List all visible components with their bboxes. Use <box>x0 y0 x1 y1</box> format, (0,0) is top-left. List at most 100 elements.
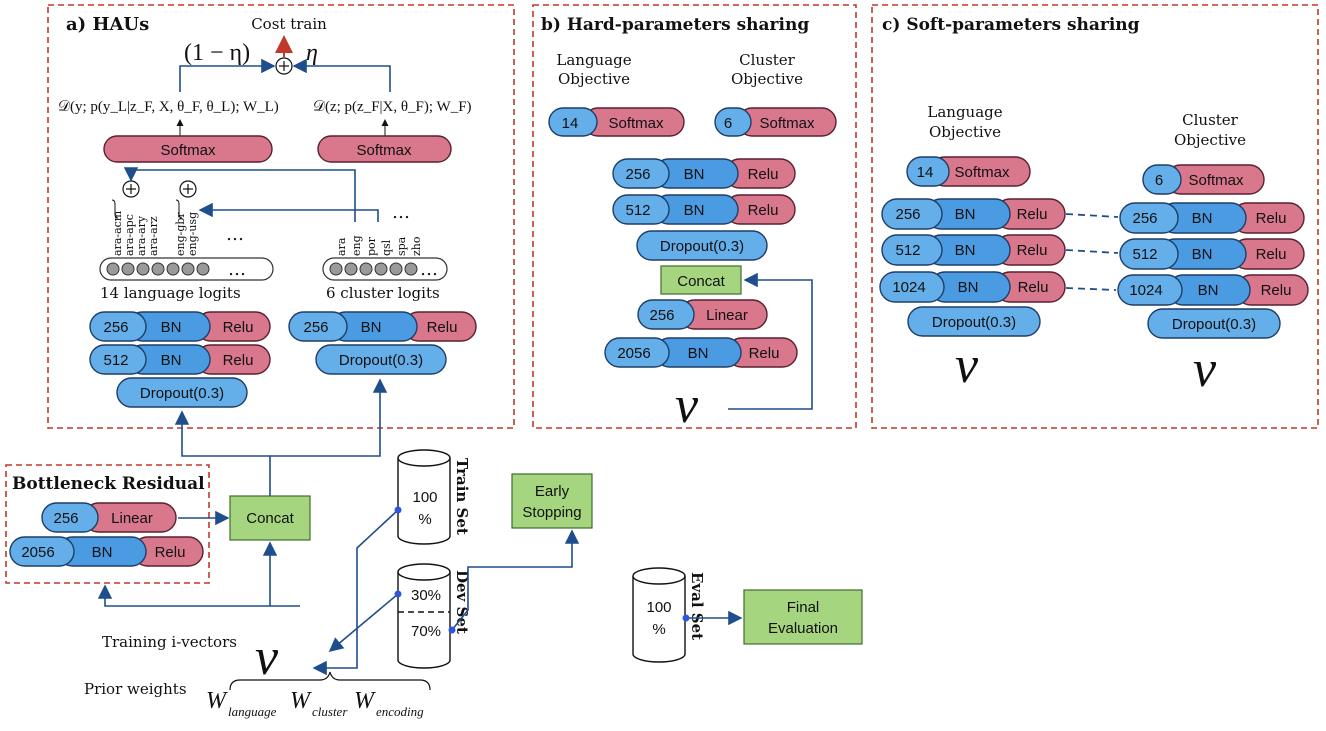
hard-lang-obj-1: Language <box>556 51 631 69</box>
hard-cluster-softmax-label: Softmax <box>759 115 815 132</box>
soft-cluster-512-act: Relu <box>1256 246 1287 263</box>
soft-cluster-256-num: 256 <box>1132 210 1157 227</box>
soft-cluster-obj-1: Cluster <box>1182 111 1239 129</box>
lang-label-2: ara-ary <box>135 215 148 256</box>
bottleneck-linear-label: Linear <box>111 510 153 527</box>
hard-512-num: 512 <box>625 202 650 219</box>
haus-right-dropout-label: Dropout(0.3) <box>339 352 423 369</box>
arrow-dev30-to-prior <box>328 593 399 653</box>
hard-256-num: 256 <box>625 166 650 183</box>
w-language-symbol: W <box>206 688 228 714</box>
hard-concat-box <box>660 265 742 295</box>
arrow-cluster-loss-to-sum <box>292 58 391 92</box>
soft-share-512 <box>1065 249 1119 254</box>
dev-set-label: Dev Set <box>453 570 471 634</box>
soft-lang-512-num: 512 <box>895 242 920 259</box>
soft-lang-dropout <box>907 306 1041 337</box>
hard-cluster-softmax: 6 Softmax <box>714 107 837 137</box>
language-labels: ara-acm ara-apc ara-ary ara-arz eng-gbr … <box>111 210 199 256</box>
bottleneck-linear-256: 256 Linear <box>41 502 177 533</box>
early-stopping-line2: Stopping <box>522 504 581 521</box>
hard-dropout <box>636 230 768 261</box>
train-set-label: Train Set <box>453 458 471 535</box>
training-ivectors-label: Training i-vectors <box>102 633 237 651</box>
eval-set-cylinder <box>632 567 686 663</box>
softmax-cluster-label: Softmax <box>356 142 412 159</box>
lang-label-4: eng-gbr <box>174 212 187 256</box>
soft-lang-softmax: 14 Softmax <box>906 156 1031 187</box>
soft-lang-layer-512: 512 BN Relu <box>881 234 1066 266</box>
loss-cluster: 𝒟(z; p(z_F|X, θ_F); W_F) <box>313 99 472 115</box>
cluster-label-4: spa <box>395 236 408 256</box>
soft-lang-layer-1024: 1024 BN Relu <box>879 271 1066 303</box>
cluster-logits-caption: 6 cluster logits <box>326 284 440 302</box>
arrow-concat-to-haus-right <box>270 378 388 457</box>
arrow-v-to-bottleneck <box>97 584 300 607</box>
w-cluster-symbol: W <box>290 688 312 714</box>
softmax-language <box>103 135 273 163</box>
panel-c-title: c) Soft-parameters sharing <box>882 15 1140 35</box>
arrow-cluster-to-sum1 <box>123 167 356 222</box>
language-logits-caption: 14 language logits <box>100 284 241 302</box>
soft-lang-256-bn: BN <box>955 206 976 223</box>
hard-layer-256: 256 BN Relu <box>612 158 796 189</box>
haus-left-512-bn: BN <box>161 352 182 369</box>
final-evaluation-line2: Evaluation <box>768 620 838 637</box>
panel-b-frame <box>532 4 857 429</box>
final-evaluation-box <box>743 589 863 645</box>
bottleneck-2056-num: 2056 <box>21 544 54 561</box>
hard-cluster-obj-1: Cluster <box>739 51 796 69</box>
soft-lang-512-bn: BN <box>955 242 976 259</box>
eta: η <box>306 40 318 66</box>
bottleneck-title: Bottleneck Residual <box>12 474 205 494</box>
soft-cluster-256-act: Relu <box>1256 210 1287 227</box>
haus-left-512-act: Relu <box>223 352 254 369</box>
haus-left-512-num: 512 <box>103 352 128 369</box>
cluster-logits-ellipsis: … <box>420 259 438 280</box>
soft-lang-softmax-label: Softmax <box>954 164 1010 181</box>
soft-cluster-softmax-num: 6 <box>1155 172 1163 189</box>
panel-a-title: a) HAUs <box>66 14 149 35</box>
hard-512-act: Relu <box>748 202 779 219</box>
hard-layer-512: 512 BN Relu <box>612 194 796 225</box>
hard-concat-label: Concat <box>677 273 725 290</box>
cluster-labels: ara eng por qsl spa zho <box>335 235 423 256</box>
early-stopping-box <box>511 473 593 529</box>
hard-256-bn: BN <box>684 166 705 183</box>
hard-256-act: Relu <box>748 166 779 183</box>
hard-lang-softmax-num: 14 <box>562 115 579 132</box>
haus-right-256-num: 256 <box>303 319 328 336</box>
early-stopping-line1: Early <box>535 483 570 500</box>
main-concat-label: Concat <box>246 510 294 527</box>
lang-label-3: ara-arz <box>147 216 160 256</box>
eval-pct-sign: % <box>652 621 665 638</box>
lang-label-5: eng-usg <box>186 212 199 256</box>
soft-lang-256-num: 256 <box>895 206 920 223</box>
soft-cluster-softmax-label: Softmax <box>1188 172 1244 189</box>
hard-cluster-softmax-num: 6 <box>724 115 732 132</box>
soft-cluster-512-bn: BN <box>1192 246 1213 263</box>
lang-label-0: ara-acm <box>111 210 124 256</box>
soft-lang-1024-num: 1024 <box>892 279 925 296</box>
train-pct-sign: % <box>418 511 431 528</box>
soft-lang-softmax-num: 14 <box>917 164 934 181</box>
hard-layer-2056: 2056 BN Relu <box>604 337 798 368</box>
arrow-dev70-to-early-stopping <box>451 529 580 631</box>
loss-language: 𝒟(y; p(y_L|z_F, X, θ_F, θ_L); W_L) <box>58 99 279 115</box>
haus-left-dropout-label: Dropout(0.3) <box>140 385 224 402</box>
prior-weights-label: Prior weights <box>84 680 187 698</box>
language-logits-ellipsis: … <box>228 259 246 280</box>
hard-linear-num: 256 <box>649 307 674 324</box>
soft-lang-v-symbol: v <box>955 337 979 394</box>
soft-lang-1024-act: Relu <box>1018 279 1049 296</box>
pipeline-v-symbol: v <box>255 629 279 686</box>
haus-right-layer-256: 256 BN Relu <box>288 311 477 342</box>
panel-b-title: b) Hard-parameters sharing <box>541 15 809 35</box>
hard-linear-label: Linear <box>706 307 748 324</box>
soft-cluster-obj-2: Objective <box>1174 131 1246 149</box>
w-language-subscript: language <box>228 704 277 719</box>
softmax-cluster <box>317 135 452 163</box>
hard-dropout-label: Dropout(0.3) <box>660 238 744 255</box>
dev-set-cylinder <box>397 563 451 669</box>
